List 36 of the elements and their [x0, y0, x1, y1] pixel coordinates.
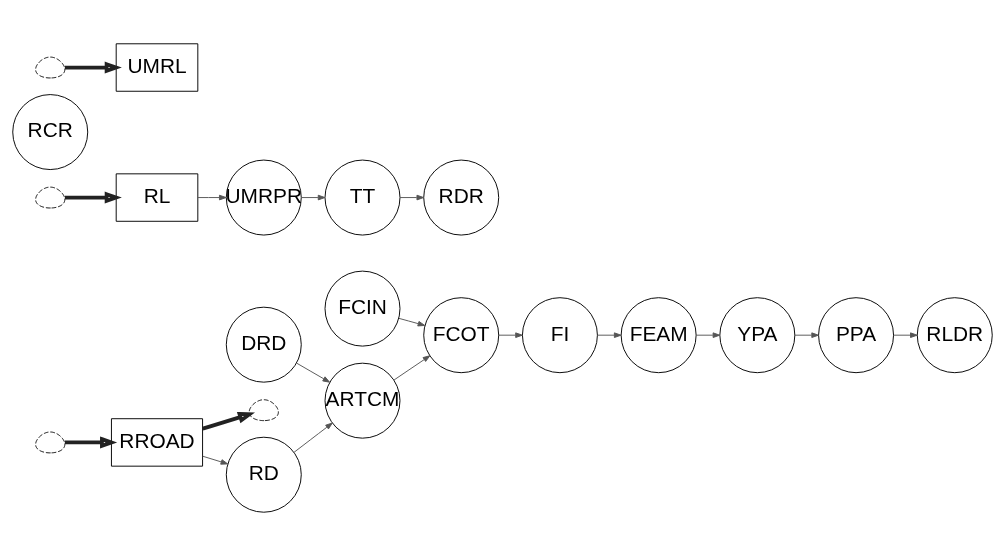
node-circle: FEAM: [620, 297, 697, 374]
node-cloud: [35, 56, 66, 79]
node-box: RROAD: [110, 418, 204, 467]
node-circle: UMRPR: [225, 159, 302, 236]
arrow: [64, 436, 118, 449]
node-circle: RDR: [423, 159, 500, 236]
arrow: [398, 317, 426, 327]
arrow: [296, 362, 331, 383]
arrow: [399, 194, 425, 201]
arrow: [695, 332, 721, 338]
arrow: [197, 194, 227, 201]
arrow: [794, 332, 819, 338]
arrow: [393, 355, 431, 381]
node-circle: FCIN: [324, 270, 401, 347]
arrow: [498, 332, 523, 338]
node-circle: FI: [521, 297, 598, 374]
node-circle: DRD: [225, 306, 302, 383]
node-cloud: [35, 431, 66, 454]
arrow: [893, 332, 918, 338]
arrow: [64, 61, 122, 74]
arrow: [64, 191, 122, 204]
arrow: [300, 194, 326, 201]
arrow: [202, 411, 255, 431]
node-circle: RLDR: [916, 297, 993, 374]
node-cloud: [248, 399, 279, 422]
node-cloud: [35, 186, 66, 209]
node-circle: RCR: [12, 94, 89, 171]
arrow: [202, 455, 229, 465]
node-circle: YPA: [719, 297, 796, 374]
node-circle: RD: [225, 436, 302, 513]
node-circle: PPA: [818, 297, 895, 374]
node-circle: TT: [324, 159, 401, 236]
node-box: UMRL: [115, 43, 199, 92]
arrow: [597, 332, 622, 338]
arrow: [293, 422, 333, 453]
node-box: RL: [115, 173, 199, 222]
